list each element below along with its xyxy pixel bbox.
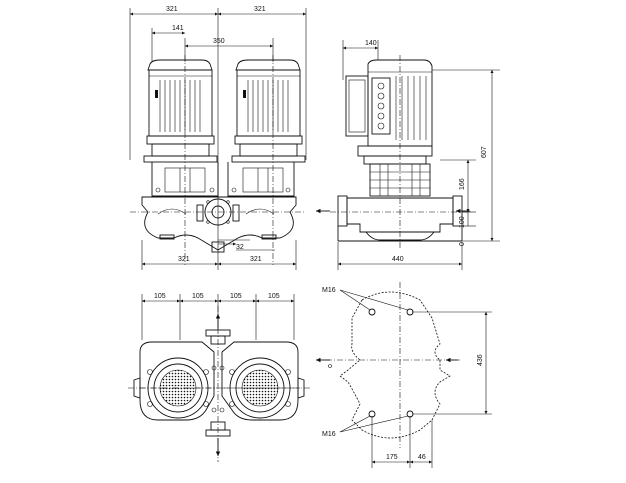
label-m16-top: M16 bbox=[322, 287, 336, 294]
label-m16-bottom: M16 bbox=[322, 431, 336, 438]
dim-46: 46 bbox=[418, 454, 426, 461]
dim-105-4: 105 bbox=[268, 293, 280, 300]
dim-321-bottom-right: 321 bbox=[250, 256, 262, 263]
dim-440: 440 bbox=[392, 256, 404, 263]
dim-175: 175 bbox=[386, 454, 398, 461]
dim-105-3: 105 bbox=[230, 293, 242, 300]
dim-100: 100 bbox=[459, 216, 466, 228]
motor-left bbox=[143, 55, 218, 265]
dim-321-top-left: 321 bbox=[166, 6, 178, 13]
lantern-brackets bbox=[151, 162, 295, 197]
side-view: 140 bbox=[316, 40, 500, 270]
dim-166: 166 bbox=[459, 178, 466, 190]
dim-321-bottom-left: 321 bbox=[178, 256, 190, 263]
bolt-hole-tl bbox=[368, 308, 376, 316]
base-view: M16 M16 436 175 46 bbox=[316, 282, 492, 468]
dim-141: 141 bbox=[172, 25, 184, 32]
dim-436: 436 bbox=[477, 354, 484, 366]
motor-right bbox=[231, 55, 306, 265]
dim-607: 607 bbox=[481, 146, 488, 158]
front-view: 321 321 141 350 bbox=[129, 6, 307, 270]
motor-top-right bbox=[221, 341, 300, 421]
dim-140: 140 bbox=[365, 40, 377, 47]
pump-body-side bbox=[330, 195, 472, 242]
dim-321-top-right: 321 bbox=[254, 6, 266, 13]
dim-0: 0 bbox=[459, 242, 466, 246]
dim-32: 32 bbox=[236, 244, 244, 251]
lantern-side bbox=[369, 163, 431, 197]
motor-top-left bbox=[139, 341, 216, 421]
top-view: 105 105 105 105 bbox=[128, 293, 310, 462]
dim-105-1: 105 bbox=[154, 293, 166, 300]
dim-350: 350 bbox=[213, 38, 225, 45]
dim-105-2: 105 bbox=[192, 293, 204, 300]
motor-side bbox=[345, 55, 433, 250]
